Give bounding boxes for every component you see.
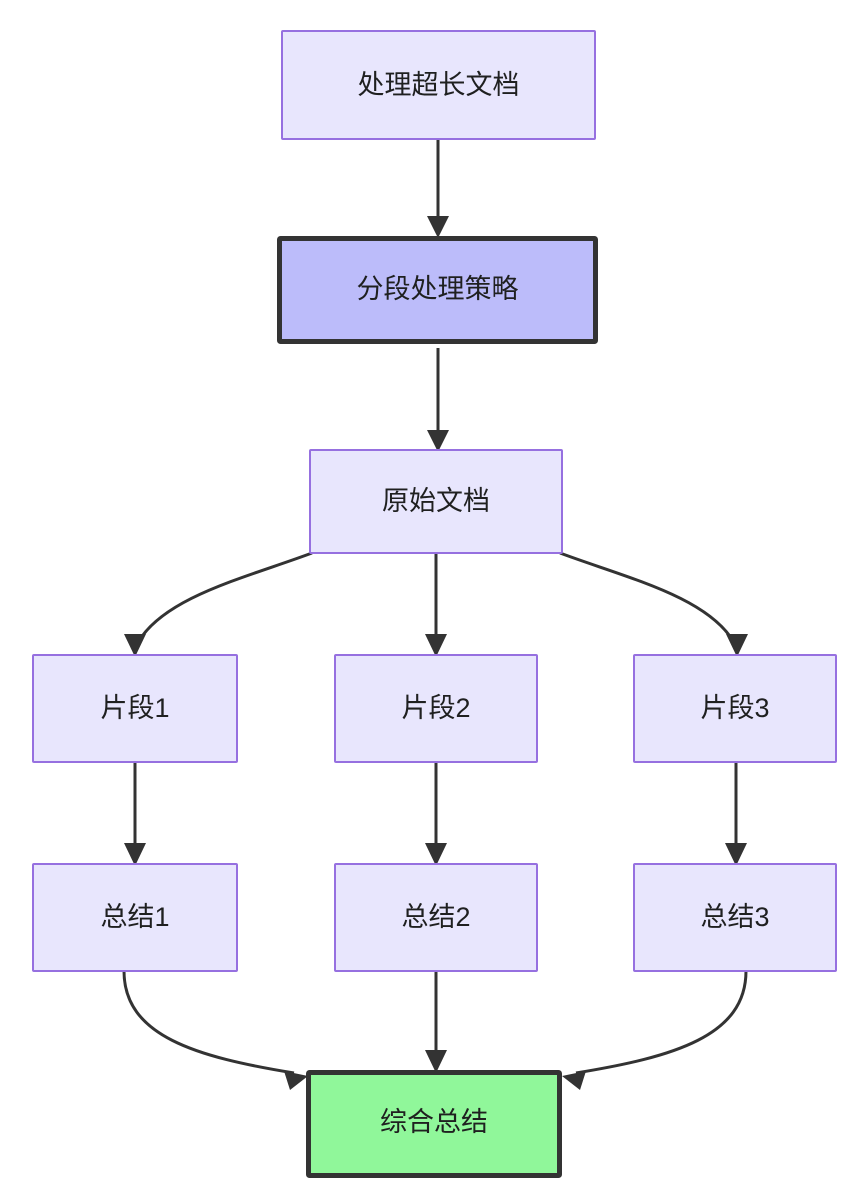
- node-layer: 处理超长文档 分段处理策略 原始文档 片段1 片段2 片段3 总结1: [32, 30, 837, 1178]
- node-label: 片段2: [401, 693, 470, 723]
- node-shape[interactable]: [306, 1070, 562, 1178]
- node-shape[interactable]: [309, 449, 563, 554]
- node-label: 片段3: [700, 693, 769, 723]
- node-shape[interactable]: [277, 236, 598, 344]
- edge-layer: [122, 139, 748, 1090]
- node-label: 分段处理策略: [357, 274, 519, 304]
- arrow-head-icon: [725, 843, 747, 866]
- edge-source-doc-to-fragment-3: [559, 551, 748, 657]
- edge-line: [559, 551, 737, 645]
- arrow-head-icon: [124, 634, 146, 657]
- edge-line: [135, 551, 313, 645]
- node-shape[interactable]: [633, 863, 837, 972]
- edge-summary-2-to-final-summary: [425, 971, 447, 1073]
- edge-line: [575, 970, 748, 1075]
- edge-fragment-1-to-summary-1: [124, 762, 146, 866]
- node-shape[interactable]: [32, 863, 238, 972]
- edge-summary-3-to-final-summary: [562, 970, 748, 1090]
- arrow-head-icon: [425, 843, 447, 866]
- node-long-doc[interactable]: 处理超长文档: [281, 30, 596, 140]
- arrow-head-icon: [124, 843, 146, 866]
- node-fragment-1[interactable]: 片段1: [32, 654, 238, 763]
- edge-fragment-2-to-summary-2: [425, 762, 447, 866]
- edge-line: [122, 970, 295, 1075]
- node-label: 综合总结: [380, 1107, 488, 1137]
- node-label: 总结1: [100, 902, 169, 932]
- arrow-head-icon: [284, 1071, 308, 1090]
- arrow-head-icon: [726, 634, 748, 657]
- arrow-head-icon: [427, 430, 449, 452]
- node-label: 总结3: [700, 902, 769, 932]
- arrow-head-icon: [427, 216, 449, 238]
- edge-chunk-strategy-to-source-doc: [427, 348, 449, 452]
- node-fragment-3[interactable]: 片段3: [633, 654, 837, 763]
- node-shape[interactable]: [281, 30, 596, 140]
- node-fragment-2[interactable]: 片段2: [334, 654, 538, 763]
- node-shape[interactable]: [334, 863, 538, 972]
- node-summary-2[interactable]: 总结2: [334, 863, 538, 972]
- arrow-head-icon: [562, 1071, 586, 1090]
- edge-source-doc-to-fragment-2: [425, 553, 447, 657]
- node-label: 处理超长文档: [358, 70, 520, 100]
- node-shape[interactable]: [32, 654, 238, 763]
- arrow-head-icon: [425, 634, 447, 657]
- node-final-summary[interactable]: 综合总结: [306, 1070, 562, 1178]
- edge-long-doc-to-chunk-strategy: [427, 139, 449, 238]
- node-chunk-strategy[interactable]: 分段处理策略: [277, 236, 598, 344]
- node-shape[interactable]: [633, 654, 837, 763]
- node-source-doc[interactable]: 原始文档: [309, 449, 563, 554]
- node-summary-1[interactable]: 总结1: [32, 863, 238, 972]
- arrow-head-icon: [425, 1050, 447, 1073]
- node-shape[interactable]: [334, 654, 538, 763]
- edge-fragment-3-to-summary-3: [725, 762, 747, 866]
- edge-source-doc-to-fragment-1: [124, 551, 313, 657]
- node-label: 原始文档: [382, 486, 490, 516]
- edge-summary-1-to-final-summary: [122, 970, 308, 1090]
- node-label: 总结2: [401, 902, 470, 932]
- node-summary-3[interactable]: 总结3: [633, 863, 837, 972]
- node-label: 片段1: [100, 693, 169, 723]
